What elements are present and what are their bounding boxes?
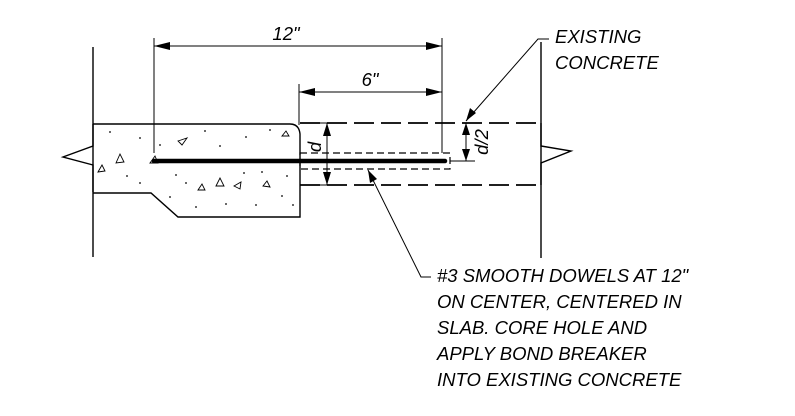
- dowel-leader-arrow: [368, 170, 377, 183]
- dowel-note-line: APPLY BOND BREAKER: [437, 343, 647, 364]
- aggregate-triangle: [281, 130, 290, 137]
- aggregate-dots: [109, 129, 294, 208]
- dim-6-label: 6": [362, 69, 380, 90]
- dim-12-arrow-right: [426, 42, 442, 50]
- dowel-note-line: INTO EXISTING CONCRETE: [437, 369, 682, 390]
- dim-d-arrow-top: [323, 123, 331, 136]
- existing-leader-line: [465, 38, 549, 122]
- dowel-leader-line: [367, 169, 431, 278]
- dim-6-arrow-left: [299, 88, 315, 96]
- aggregate-triangle: [115, 152, 125, 164]
- dowel-note-line: #3 SMOOTH DOWELS AT 12": [437, 265, 689, 286]
- dim-d-label: d: [304, 141, 325, 152]
- right-break-symbol: [540, 123, 574, 185]
- dim-d2-arrow-bottom: [462, 149, 470, 161]
- dim-d2-arrow-top: [462, 123, 470, 135]
- new-concrete-patch: [93, 123, 301, 218]
- dim-12-label: 12": [272, 23, 301, 44]
- aggregate-triangle: [197, 183, 206, 191]
- aggregate-triangle: [262, 180, 271, 188]
- aggregate-triangle: [215, 176, 225, 187]
- aggregate-triangle: [177, 137, 189, 146]
- dowel-note: #3 SMOOTH DOWELS AT 12" ON CENTER, CENTE…: [437, 263, 688, 393]
- dowel-note-line: SLAB. CORE HOLE AND: [437, 317, 648, 338]
- dim-12-arrow-left: [154, 42, 170, 50]
- existing-concrete-note: EXISTING CONCRETE: [555, 24, 659, 76]
- aggregate-triangle: [97, 164, 106, 173]
- dowel-note-line: ON CENTER, CENTERED IN: [437, 291, 682, 312]
- existing-note-line: EXISTING: [555, 26, 642, 47]
- existing-leader-arrow: [466, 108, 476, 121]
- aggregate-triangle: [233, 181, 242, 190]
- dim-d-arrow-bottom: [323, 172, 331, 185]
- dim-d2-label: d/2: [471, 128, 492, 154]
- dim-6-arrow-right: [426, 88, 442, 96]
- existing-note-line: CONCRETE: [555, 52, 659, 73]
- left-break-symbol: [60, 124, 94, 192]
